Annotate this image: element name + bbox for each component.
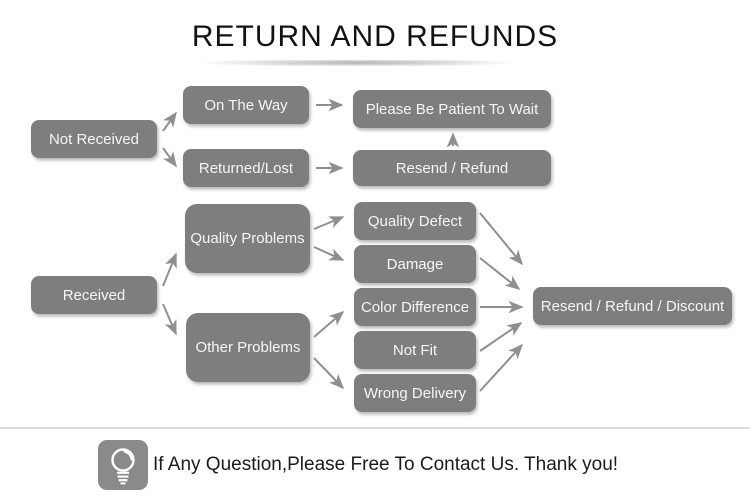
node-quality-problems: Quality Problems	[185, 204, 310, 273]
node-received: Received	[31, 276, 157, 314]
title-underline	[158, 60, 558, 66]
arrow-quality-defect-to-result	[479, 212, 523, 266]
node-resend-refund-discount: Resend / Refund / Discount	[533, 287, 732, 325]
node-not-received: Not Received	[31, 120, 157, 158]
footer-message: If Any Question,Please Free To Contact U…	[153, 454, 619, 475]
arrow-wrong-delivery-to-result	[479, 343, 524, 392]
arrow-quality-problems-to-damage	[313, 246, 345, 261]
node-on-the-way: On The Way	[183, 86, 309, 124]
node-damage: Damage	[354, 245, 476, 283]
light-bulb-icon	[98, 440, 148, 490]
node-resend-refund: Resend / Refund	[353, 150, 551, 186]
node-returned-lost: Returned/Lost	[183, 149, 309, 187]
page-title: RETURN AND REFUNDS	[191, 20, 559, 53]
node-wrong-delivery: Wrong Delivery	[354, 374, 476, 412]
arrow-other-problems-to-color-difference	[313, 311, 345, 338]
node-please-be-patient-to-wait: Please Be Patient To Wait	[353, 90, 551, 128]
node-not-fit: Not Fit	[354, 331, 476, 369]
arrow-not-received-to-on-the-way	[162, 111, 177, 132]
arrow-other-problems-to-wrong-delivery	[313, 357, 345, 390]
footer-divider	[0, 427, 750, 429]
node-color-difference: Color Difference	[354, 288, 476, 326]
arrow-damage-to-result	[479, 257, 521, 290]
arrow-not-received-to-returned-lost	[162, 147, 177, 168]
arrow-received-to-quality-problems	[162, 252, 177, 287]
node-other-problems: Other Problems	[186, 313, 310, 382]
arrow-quality-problems-to-quality-defect	[313, 216, 345, 230]
arrow-received-to-other-problems	[162, 303, 177, 336]
arrow-not-fit-to-result	[479, 322, 523, 352]
node-quality-defect: Quality Defect	[354, 202, 476, 240]
